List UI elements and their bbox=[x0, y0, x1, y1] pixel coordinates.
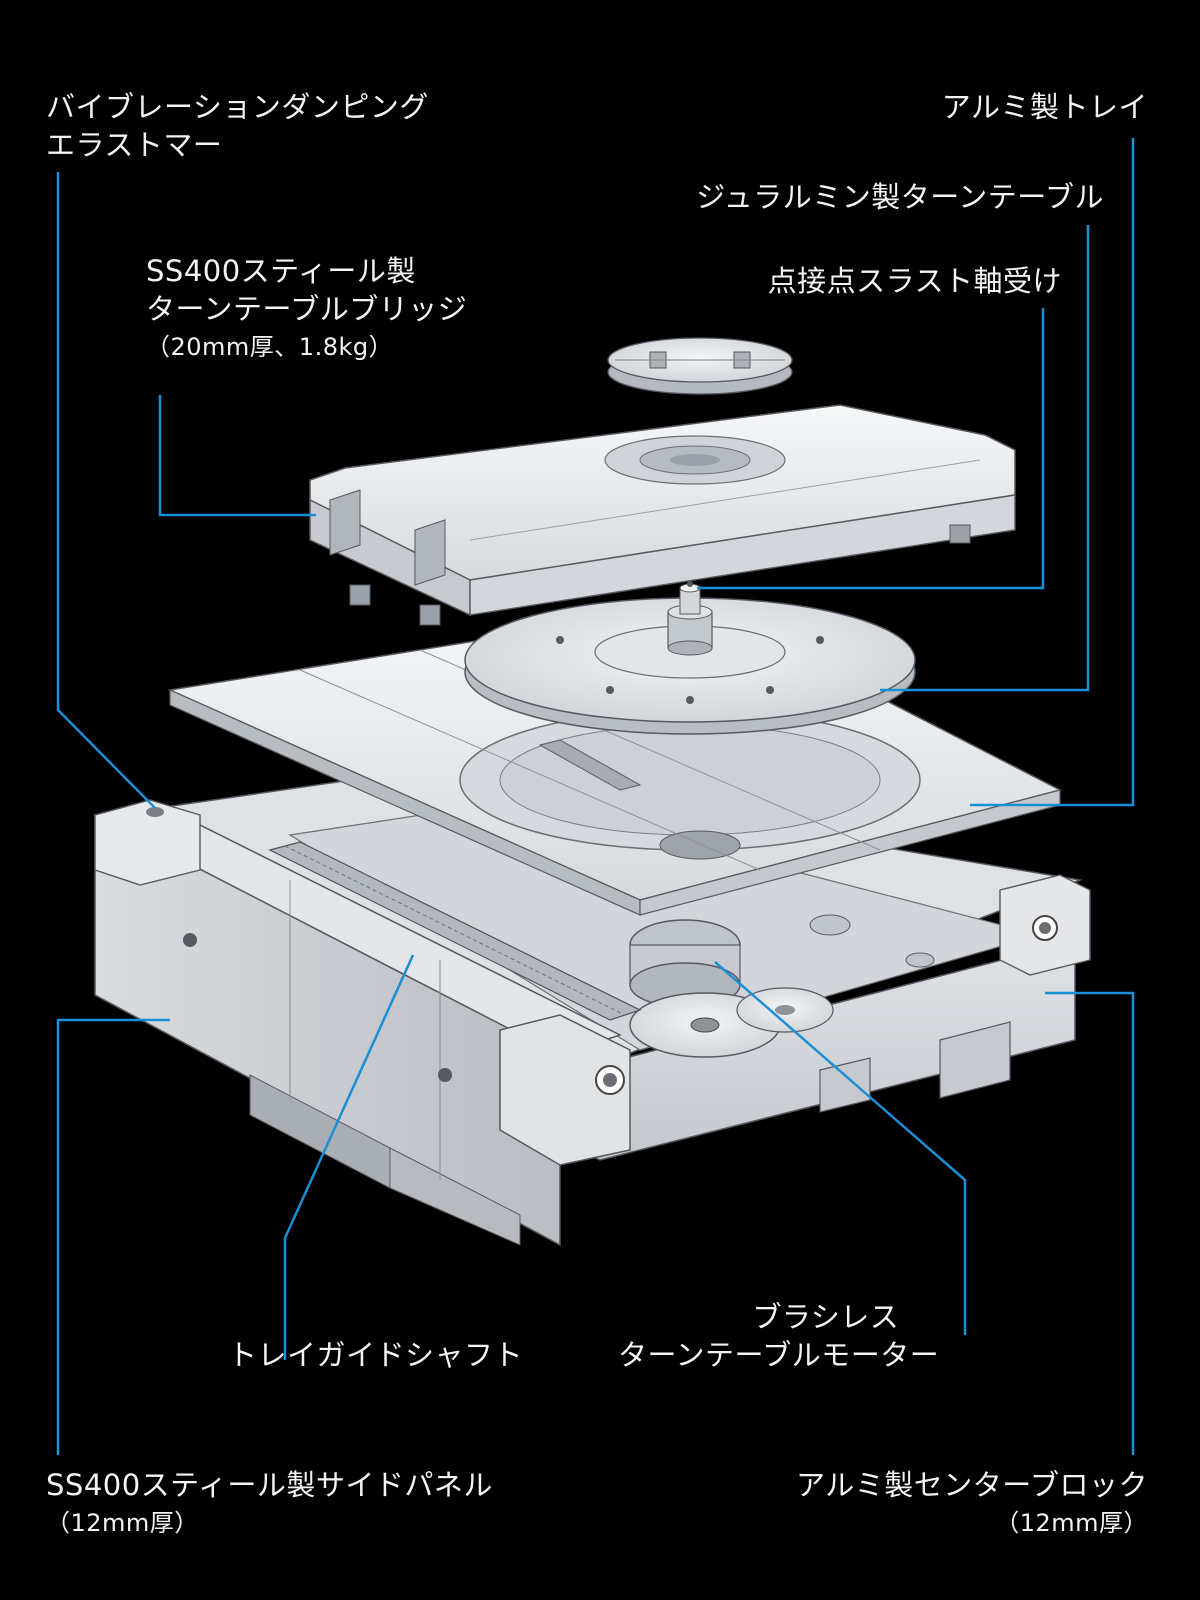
leader-bridge bbox=[158, 395, 316, 517]
duralumin-turntable bbox=[464, 597, 916, 735]
label-tray-guide-shaft: トレイガイドシャフト bbox=[228, 1336, 523, 1374]
leader-side-panel bbox=[56, 1018, 170, 1455]
thrust-bearing-spindle bbox=[667, 581, 713, 656]
center-block-foot-mid bbox=[819, 1057, 871, 1113]
label-side-panel: SS400スティール製サイドパネル （12mm厚） bbox=[46, 1466, 493, 1542]
label-line: アルミ製センターブロック bbox=[796, 1468, 1148, 1502]
label-line: SS400スティール製 bbox=[146, 254, 416, 288]
label-turntable-bridge: SS400スティール製 ターンテーブルブリッジ （20mm厚、1.8kg） bbox=[146, 252, 467, 366]
label-line: バイブレーションダンピング bbox=[46, 90, 429, 124]
label-duralumin-turntable: ジュラルミン製ターンテーブル bbox=[696, 178, 1104, 216]
label-line: ターンテーブルブリッジ bbox=[146, 292, 468, 326]
label-line: 点接点スラスト軸受け bbox=[767, 264, 1062, 298]
leader-duralumin bbox=[880, 225, 1090, 692]
label-line: （12mm厚） bbox=[46, 1509, 199, 1537]
leader-guide-shaft bbox=[283, 954, 415, 1360]
end-block-rear-left bbox=[94, 799, 201, 886]
leader-motor bbox=[714, 961, 967, 1335]
bridge-notch-right bbox=[414, 519, 446, 586]
label-line: ターンテーブルモーター bbox=[618, 1338, 940, 1372]
turntable-bridge bbox=[309, 404, 1016, 626]
top-clamp-disc bbox=[607, 337, 793, 395]
label-aluminum-tray: アルミ製トレイ bbox=[942, 88, 1148, 126]
label-line: アルミ製トレイ bbox=[941, 90, 1148, 124]
label-line: ブラシレス bbox=[752, 1300, 900, 1334]
label-center-block: アルミ製センターブロック （12mm厚） bbox=[796, 1466, 1148, 1542]
bridge-notch-left bbox=[329, 489, 361, 556]
center-block-foot-right bbox=[939, 1021, 1011, 1099]
leader-thrust bbox=[697, 308, 1045, 590]
label-line: トレイガイドシャフト bbox=[228, 1338, 524, 1372]
label-line: SS400スティール製サイドパネル bbox=[46, 1468, 493, 1502]
label-line: （12mm厚） bbox=[995, 1509, 1148, 1537]
leader-tray bbox=[970, 138, 1135, 807]
leader-center-block bbox=[1045, 991, 1135, 1455]
label-line: （20mm厚、1.8kg） bbox=[146, 333, 394, 361]
end-block-left bbox=[499, 1014, 631, 1166]
damping-elastomer bbox=[146, 807, 164, 817]
label-thrust-bearing: 点接点スラスト軸受け bbox=[768, 262, 1062, 300]
leader-lines bbox=[56, 138, 1135, 1455]
label-line: ジュラルミン製ターンテーブル bbox=[696, 180, 1104, 214]
label-line: エラストマー bbox=[46, 128, 223, 162]
leader-vibration-damping bbox=[56, 172, 156, 809]
label-vibration-damping-elastomer: バイブレーションダンピング エラストマー bbox=[46, 88, 429, 164]
aluminum-tray bbox=[167, 604, 1063, 916]
label-brushless-motor: ブラシレス ターンテーブルモーター bbox=[618, 1298, 939, 1374]
